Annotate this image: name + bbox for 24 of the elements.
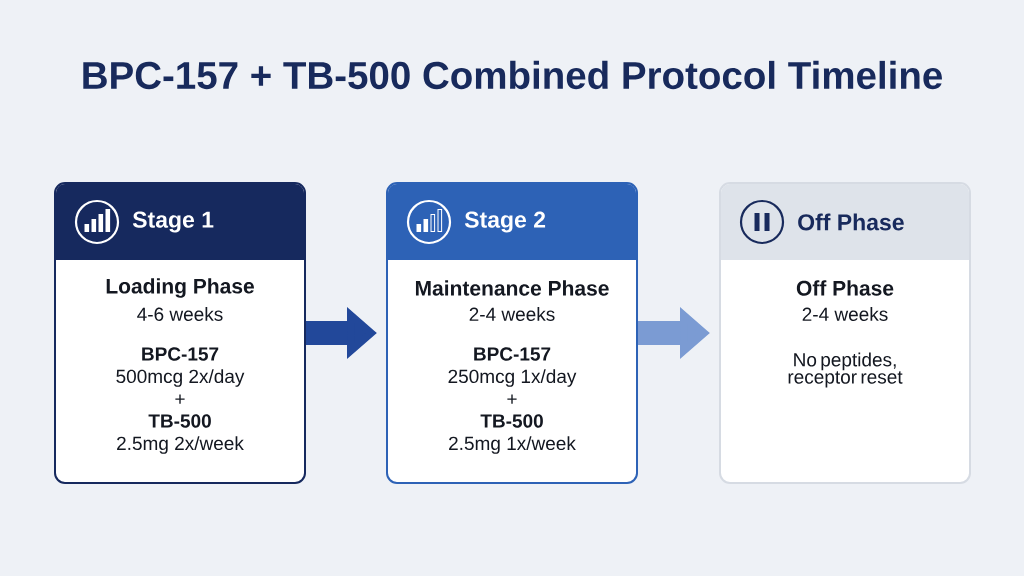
- duration-text: 2-4 weeks: [802, 307, 888, 321]
- card-heading: Stage 2: [464, 211, 546, 233]
- plus-sign: +: [507, 394, 517, 404]
- phase-title: Loading Phase: [106, 278, 254, 298]
- drug-name: TB-500: [480, 414, 543, 428]
- stage-card: [386, 182, 638, 484]
- dose-text: 2.5mg 1x/week: [449, 436, 576, 454]
- duration-text: 4-6 weeks: [137, 307, 223, 321]
- drug-name: BPC-157: [142, 347, 219, 361]
- phase-title: Off Phase: [796, 280, 894, 296]
- duration-text: 2-4 weeks: [469, 307, 555, 321]
- phase-title: Maintenance Phase: [415, 280, 609, 296]
- card-heading: Stage 1: [132, 211, 214, 233]
- dose-text: 2.5mg 2x/week: [117, 436, 244, 454]
- dose-text: 250mcg 1x/day: [448, 369, 577, 387]
- plus-sign: +: [175, 394, 185, 404]
- card-heading: Off Phase: [798, 213, 904, 231]
- dose-text: 500mcg 2x/day: [116, 369, 245, 387]
- stage-card: [719, 182, 971, 484]
- stage-card: [54, 182, 306, 484]
- drug-name: TB-500: [148, 414, 211, 428]
- note-text: No peptides, receptor reset: [788, 352, 903, 388]
- drug-name: BPC-157: [474, 347, 551, 361]
- title: BPC-157 + TB-500 Combined Protocol Timeline: [83, 60, 942, 90]
